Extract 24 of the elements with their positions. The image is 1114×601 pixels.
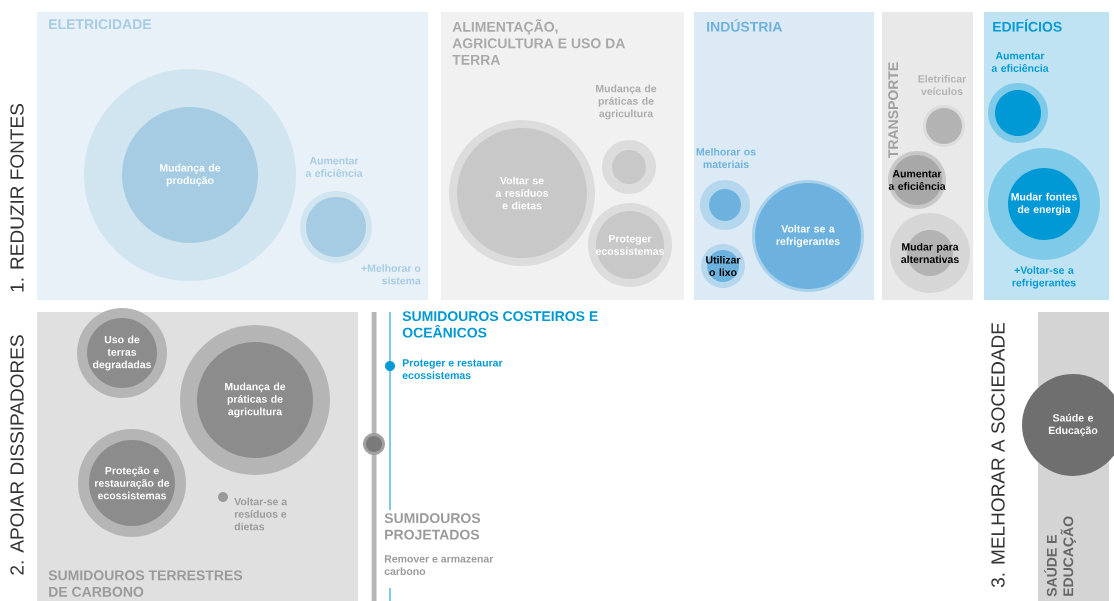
bubble: Proteção e restauração de ecossistemas: [78, 429, 186, 537]
section-title: 2. APOIAR DISSIPADORES: [10, 335, 24, 575]
note-text: +Melhorar o sistema: [361, 264, 421, 285]
bubble: Mudança de práticas de agricultura: [180, 325, 330, 475]
note-text: Remover e armazenar carbono: [384, 555, 494, 576]
bubble-label: Voltar-se a resíduos e dietas: [234, 497, 288, 531]
group-heading: SUMIDOUROS PROJETADOS: [384, 513, 481, 540]
note-text: Mudança de práticas de agricultura: [596, 84, 657, 120]
bubble: [602, 140, 656, 194]
bubble: Saúde e Educação: [1022, 374, 1114, 476]
bubble: Utilizar o lixo: [701, 244, 745, 288]
bubble: Voltar se a refrigerantes: [752, 180, 864, 292]
note-text: Proteger e restaurar ecossistemas: [402, 359, 503, 380]
note-text: +Voltar-se a refrigerantes: [1012, 266, 1076, 289]
section-title: 3. MELHORAR A SOCIEDADE: [991, 322, 1005, 588]
bubble-label: Melhorar os materiais: [696, 147, 756, 169]
group-heading: SUMIDOUROS COSTEIROS E OCEÂNICOS: [402, 311, 598, 338]
bubble: Mudança de produção: [84, 69, 296, 281]
bubble: Mudar fontes de energia: [988, 148, 1100, 260]
bubble-label: Aumentar a eficiência: [991, 52, 1049, 72]
bubble: Mudar para alternativas: [890, 213, 970, 293]
bubble-label: Aumentar a eficiência: [305, 157, 363, 177]
section-title: 1. REDUZIR FONTES: [10, 104, 24, 292]
bubble: Uso de terras degradadas: [77, 308, 167, 398]
